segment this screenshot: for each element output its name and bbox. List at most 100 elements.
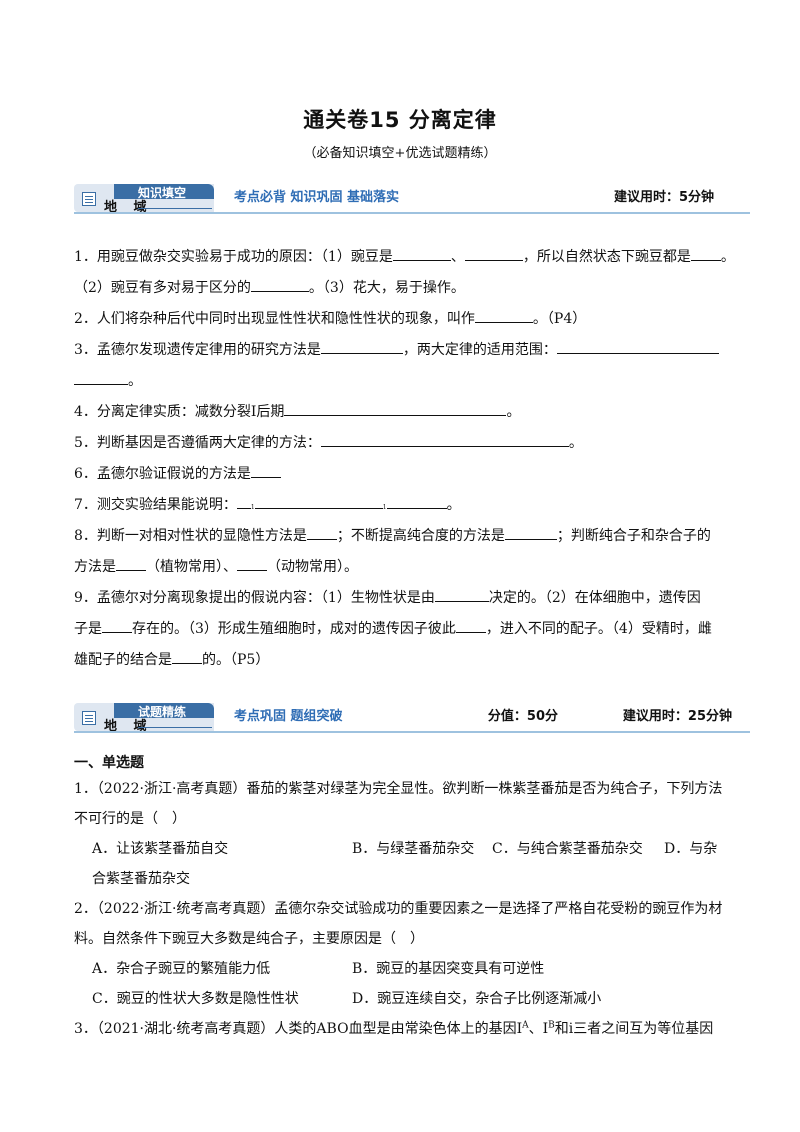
answer-blank[interactable] bbox=[320, 341, 403, 354]
answer-blank[interactable] bbox=[254, 496, 383, 509]
answer-blank[interactable] bbox=[474, 310, 533, 323]
fill-question-5: 5．判断基因是否遵循两大定律的方法： 。 bbox=[74, 432, 583, 452]
section-score: 分值：50分 bbox=[487, 709, 558, 724]
section-header-knowledge: 知识填空 地 域 考点必背 知识巩固 基础落实 建议用时：5分钟 bbox=[74, 184, 750, 215]
text: 、 bbox=[450, 249, 465, 265]
mc-heading: 一、单选题 bbox=[74, 755, 144, 771]
answer-blank[interactable] bbox=[172, 651, 202, 664]
mc-question-1-cont: 不可行的是（ ） bbox=[74, 811, 186, 827]
fill-question-8-cont: 方法是 （植物常用）、 （动物常用）。 bbox=[74, 556, 358, 576]
text: 4．分离定律实质：减数分裂Ⅰ后期 bbox=[74, 404, 285, 420]
mc-question-3: 3．（2021·湖北·统考高考真题）人类的ABO血型是由常染色体上的基因IA、I… bbox=[74, 1018, 713, 1038]
answer-blank[interactable] bbox=[504, 527, 557, 540]
answer-blank[interactable] bbox=[74, 372, 128, 385]
option-d-cont[interactable]: 合紫茎番茄杂交 bbox=[92, 871, 190, 887]
section-badge-sub: 地 域 bbox=[104, 200, 153, 215]
answer-blank[interactable] bbox=[690, 248, 721, 261]
fill-question-1: 1．用豌豆做杂交实验易于成功的原因：（1）豌豆是 、 ，所以自然状态下豌豆都是 。 bbox=[74, 246, 735, 266]
mc-question-1: 1．（2022·浙江·高考真题）番茄的紫茎对绿茎为完全显性。欲判断一株紫茎番茄是… bbox=[74, 781, 723, 797]
fill-question-9: 9．孟德尔对分离现象提出的假说内容：（1）生物性状是由 决定的。（2）在体细胞中，… bbox=[74, 587, 701, 607]
text: 6．孟德尔验证假说的方法是 bbox=[74, 466, 251, 482]
text: 8．判断一对相对性状的显隐性方法是 bbox=[74, 528, 307, 544]
section-tagline: 考点必背 知识巩固 基础落实 bbox=[234, 190, 400, 205]
option-b[interactable]: B．与绿茎番茄杂交 bbox=[352, 841, 475, 857]
fill-question-8: 8．判断一对相对性状的显隐性方法是；不断提高纯合度的方法是；判断纯合子和杂合子的 bbox=[74, 525, 711, 545]
fill-question-7: 7．测交实验结果能说明： 1 1 。 bbox=[74, 494, 461, 514]
section-badge-tab bbox=[114, 184, 214, 199]
answer-blank[interactable] bbox=[116, 558, 146, 571]
text: 9．孟德尔对分离现象提出的假说内容：（1）生物性状是由 bbox=[74, 590, 435, 606]
fill-question-9-cont: 子是存在的。（3）形成生殖细胞时，成对的遗传因子彼此，进入不同的配子。（4）受精… bbox=[74, 618, 712, 638]
answer-blank[interactable] bbox=[237, 558, 267, 571]
page-subtitle: （必备知识填空+优选试题精练） bbox=[303, 146, 497, 161]
fill-question-3: 3．孟德尔发现遗传定律用的研究方法是 ，两大定律的适用范围： bbox=[74, 339, 719, 359]
answer-blank[interactable] bbox=[320, 434, 569, 447]
fill-question-6: 6．孟德尔验证假说的方法是 bbox=[74, 463, 281, 483]
text: （2）豌豆有多对易于区分的 bbox=[74, 280, 251, 296]
text: 的。（P5） bbox=[202, 652, 270, 668]
text: 和i三者之间互为等位基因 bbox=[554, 1021, 714, 1037]
book-icon bbox=[82, 711, 96, 725]
text: 1．用豌豆做杂交实验易于成功的原因：（1）豌豆是 bbox=[74, 249, 393, 265]
text: 存在的。（3）形成生殖细胞时，成对的遗传因子彼此 bbox=[132, 621, 456, 637]
blank-marker: 1 bbox=[250, 504, 255, 511]
section-tagline: 考点巩固 题组突破 bbox=[234, 709, 343, 724]
text: 7．测交实验结果能说明： bbox=[74, 497, 237, 513]
fill-question-4: 4．分离定律实质：减数分裂Ⅰ后期 。 bbox=[74, 401, 520, 421]
option-b[interactable]: B．豌豆的基因突变具有可逆性 bbox=[352, 961, 545, 977]
answer-blank[interactable] bbox=[250, 279, 309, 292]
text: ，两大定律的适用范围： bbox=[402, 342, 557, 358]
answer-blank[interactable] bbox=[250, 465, 281, 478]
text: 。 bbox=[720, 249, 735, 265]
book-icon bbox=[82, 192, 96, 206]
section-header-practice: 试题精练 地 域 考点巩固 题组突破 分值：50分 建议用时：25分钟 bbox=[74, 703, 750, 734]
section-badge-underline bbox=[138, 727, 212, 728]
text: 3．孟德尔发现遗传定律用的研究方法是 bbox=[74, 342, 321, 358]
option-c[interactable]: C．与纯合紫茎番茄杂交 bbox=[492, 841, 643, 857]
answer-blank[interactable] bbox=[236, 496, 251, 509]
section-badge-sub: 地 域 bbox=[104, 719, 153, 734]
section-time: 建议用时：25分钟 bbox=[622, 709, 732, 724]
mc-question-2: 2．（2022·浙江·统考高考真题）孟德尔杂交试验成功的重要因素之一是选择了严格… bbox=[74, 901, 723, 917]
section-rule bbox=[74, 731, 750, 733]
answer-blank[interactable] bbox=[464, 248, 523, 261]
text: （植物常用）、 bbox=[146, 559, 237, 575]
option-d[interactable]: D．与杂 bbox=[664, 841, 718, 857]
answer-blank[interactable] bbox=[102, 620, 132, 633]
text: 。 bbox=[568, 435, 583, 451]
text: 。 bbox=[128, 373, 142, 389]
option-c[interactable]: C．豌豆的性状大多数是隐性性状 bbox=[92, 991, 299, 1007]
option-d[interactable]: D．豌豆连续自交，杂合子比例逐渐减小 bbox=[352, 991, 602, 1007]
mc-question-2-cont: 料。自然条件下豌豆大多数是纯合子，主要原因是（ ） bbox=[74, 931, 424, 947]
text: 雄配子的结合是 bbox=[74, 652, 172, 668]
answer-blank[interactable] bbox=[392, 248, 451, 261]
text: 决定的。（2）在体细胞中，遗传因 bbox=[488, 590, 701, 606]
text: 。 bbox=[446, 497, 461, 513]
answer-blank[interactable] bbox=[284, 403, 507, 416]
text: ，所以自然状态下豌豆都是 bbox=[522, 249, 691, 265]
answer-blank[interactable] bbox=[556, 341, 719, 354]
text: 方法是 bbox=[74, 559, 116, 575]
answer-blank[interactable] bbox=[306, 527, 337, 540]
option-a[interactable]: A．杂合子豌豆的繁殖能力低 bbox=[92, 961, 271, 977]
text: 2．人们将杂种后代中同时出现显性性状和隐性性状的现象，叫作 bbox=[74, 311, 475, 327]
page-title: 通关卷15 分离定律 bbox=[303, 108, 497, 132]
section-time: 建议用时：5分钟 bbox=[613, 190, 714, 205]
text: 。 bbox=[506, 404, 521, 420]
answer-blank[interactable] bbox=[434, 589, 489, 602]
text: （动物常用）。 bbox=[267, 559, 358, 575]
fill-question-1-cont: （2）豌豆有多对易于区分的 。（3）花大，易于操作。 bbox=[74, 277, 465, 297]
text: 子是 bbox=[74, 621, 102, 637]
text: 5．判断基因是否遵循两大定律的方法： bbox=[74, 435, 321, 451]
blank-marker: 1 bbox=[382, 504, 387, 511]
answer-blank[interactable] bbox=[386, 496, 447, 509]
fill-question-2: 2．人们将杂种后代中同时出现显性性状和隐性性状的现象，叫作 。（P4） bbox=[74, 308, 586, 328]
text: 。（3）花大，易于操作。 bbox=[308, 280, 465, 296]
text: 。（P4） bbox=[532, 311, 587, 327]
text: ；判断纯合子和杂合子的 bbox=[556, 528, 711, 544]
answer-blank[interactable] bbox=[455, 620, 486, 633]
text: 、I bbox=[528, 1021, 549, 1037]
option-a[interactable]: A．让该紫茎番茄自交 bbox=[92, 841, 229, 857]
superscript: B bbox=[548, 1020, 555, 1031]
